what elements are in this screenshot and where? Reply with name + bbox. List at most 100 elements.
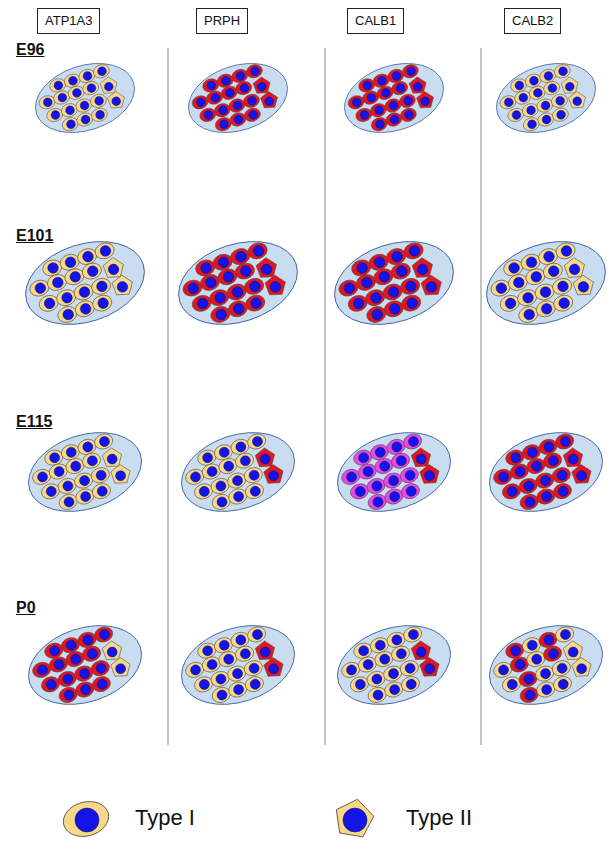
nucleus [198, 678, 211, 691]
nucleus [404, 469, 417, 482]
type-two-cell [100, 76, 118, 93]
column-header-text: PRPH [204, 13, 240, 29]
nucleus [224, 87, 235, 98]
nucleus [265, 97, 274, 106]
type-one-cell [400, 293, 423, 314]
nucleus [526, 119, 537, 130]
ganglion-outline [324, 227, 464, 339]
type-one-cell [242, 276, 265, 297]
nucleus [217, 105, 228, 116]
nucleus [107, 454, 118, 465]
type-one-cell [552, 293, 575, 314]
nucleus [404, 280, 417, 293]
nucleus [80, 114, 91, 125]
type-two-cell [411, 640, 431, 659]
nucleus [232, 302, 245, 315]
type-two-cell [409, 76, 427, 93]
stage-label: E101 [16, 226, 53, 245]
nucleus [249, 678, 262, 691]
nucleus [366, 92, 377, 103]
nucleus [497, 664, 510, 677]
nucleus [65, 446, 78, 459]
nucleus [388, 302, 401, 315]
nucleus [357, 451, 370, 464]
cell-body [550, 658, 572, 678]
nucleus [215, 480, 228, 493]
nucleus [416, 454, 427, 465]
nucleus [391, 70, 402, 81]
nucleus [543, 70, 554, 81]
type-two-cell [110, 657, 130, 676]
nucleus [99, 244, 112, 257]
nucleus [512, 276, 525, 289]
type-two-cell [563, 640, 583, 659]
nucleus [220, 75, 231, 86]
cell-body [550, 465, 572, 485]
nucleus [556, 469, 569, 482]
nucleus [48, 451, 61, 464]
nucleus [540, 490, 553, 503]
type-one-cell [551, 481, 573, 501]
nucleus [218, 119, 229, 130]
nucleus [69, 270, 82, 283]
nucleus [232, 683, 245, 696]
type-two-cell [419, 464, 439, 483]
type-one-cell [244, 293, 267, 314]
ganglion-outline [27, 52, 144, 145]
nucleus [248, 109, 259, 120]
cell-body [550, 276, 573, 297]
type-one-cell [398, 465, 420, 485]
type-two-cell [265, 275, 286, 295]
nucleus [222, 460, 235, 473]
nucleus [79, 302, 92, 315]
nucleus [360, 276, 373, 289]
type-two-cell [255, 447, 275, 466]
nucleus [82, 70, 93, 81]
nucleus [195, 97, 206, 108]
cell-cluster [18, 419, 151, 525]
type-one-icon [60, 798, 112, 840]
column-header-text: ATP1A3 [45, 13, 92, 29]
type-two-cell [263, 657, 283, 676]
nucleus [42, 97, 53, 108]
nucleus [63, 689, 76, 702]
type-two-cell [256, 257, 277, 277]
nucleus [357, 644, 370, 657]
cell-body [255, 447, 275, 466]
nucleus [62, 308, 75, 321]
nucleus [204, 276, 217, 289]
nucleus [408, 244, 421, 257]
nucleus [239, 264, 252, 277]
nucleus [578, 281, 589, 292]
type-two-cell [568, 91, 586, 108]
cell-body [398, 276, 421, 297]
cell-body [265, 275, 286, 295]
nucleus [189, 471, 202, 484]
nucleus [557, 66, 568, 77]
nucleus [199, 261, 212, 274]
type-two-cell [421, 275, 442, 295]
type-two-cell [416, 91, 434, 108]
nucleus [78, 285, 91, 298]
column-divider [167, 48, 168, 745]
nucleus [405, 678, 418, 691]
cell-body [551, 674, 573, 694]
cell-body [253, 76, 271, 93]
nucleus [354, 678, 367, 691]
nucleus [359, 109, 370, 120]
nucleus [231, 474, 244, 487]
nucleus [569, 264, 580, 275]
type-two-cell [253, 76, 271, 93]
nucleus [98, 628, 111, 641]
legend-text: Type I [135, 805, 195, 831]
ganglion-outline [479, 612, 612, 718]
nucleus [405, 485, 418, 498]
legend-text: Type II [406, 805, 472, 831]
cell-body [260, 91, 278, 108]
nucleus [268, 663, 279, 674]
type-two-cell [411, 447, 431, 466]
nucleus [117, 281, 128, 292]
cell-body [89, 92, 108, 109]
nucleus [261, 264, 272, 275]
nucleus [79, 100, 90, 111]
